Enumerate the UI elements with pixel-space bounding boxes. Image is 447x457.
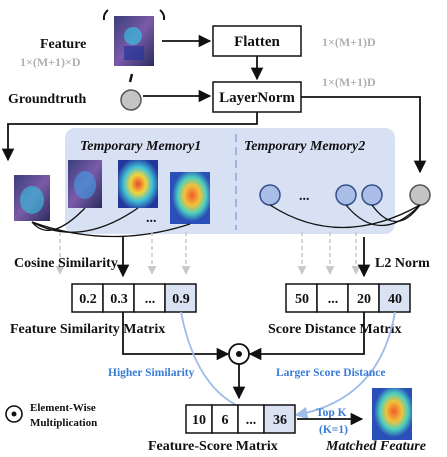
feature-dim: 1×(M+1)×D [20, 55, 81, 69]
legend-line1: Element-Wise [30, 402, 96, 414]
query-score-circle [409, 184, 431, 206]
memory2-circle-2 [335, 184, 357, 206]
feature-score-matrix-label: Feature-Score Matrix [148, 439, 278, 453]
larger-score-distance-label: Larger Score Distance [276, 367, 385, 379]
blue-curve-right [294, 311, 396, 420]
similarity-cell: ... [145, 292, 156, 307]
memory1-ellipsis: ... [146, 211, 157, 226]
layernorm-box [212, 81, 302, 113]
dashed-arrows [55, 232, 361, 275]
feature-similarity-matrix-label: Feature Similarity Matrix [10, 322, 165, 337]
feature-score-matrix: 10 6 ... 36 [185, 404, 296, 434]
memory2-ellipsis: ... [299, 189, 310, 204]
arrow-distance-to-mult [248, 312, 365, 361]
query-feature-image [14, 175, 50, 221]
distance-matrix: 50 ... 20 40 [285, 283, 411, 313]
higher-similarity-label: Higher Similarity [108, 367, 195, 379]
memory2-circle-3 [361, 184, 383, 206]
flatten-dim: 1×(M+1)D [322, 35, 376, 49]
legend-mult-symbol [5, 405, 23, 423]
feature-score-cell: 36 [273, 413, 287, 428]
distance-cell: ... [328, 292, 339, 307]
multiplication-symbol [228, 343, 250, 365]
temp-memory1-title: Temporary Memory1 [80, 139, 201, 154]
temp-memory2-title: Temporary Memory2 [244, 139, 365, 154]
feature-score-cell: 10 [192, 413, 206, 428]
memory1-feature-1 [68, 160, 102, 208]
groundtruth-label: Groundtruth [8, 92, 87, 107]
similarity-cell: 0.2 [79, 292, 97, 307]
similarity-matrix: 0.2 0.3 ... 0.9 [71, 283, 197, 313]
matched-feature-label: Matched Feature [325, 439, 426, 453]
memory2-circle-1 [259, 184, 281, 206]
matched-feature-image [372, 388, 412, 440]
topk-line2: (K=1) [319, 424, 348, 436]
topk-line1: Top K [316, 407, 347, 419]
memory1-feature-2 [118, 160, 158, 208]
legend-line2: Multiplication [30, 417, 97, 429]
similarity-cell: 0.9 [172, 292, 190, 307]
distance-cell: 20 [357, 292, 371, 307]
distance-cell: 50 [295, 292, 309, 307]
memory1-feature-3 [170, 172, 210, 224]
arrow-layernorm-left [1, 112, 258, 162]
comparison-curves [31, 204, 421, 238]
score-distance-matrix-label: Score Distance Matrix [268, 322, 401, 337]
feature-score-cell: ... [246, 413, 257, 428]
apostrophe-mark [128, 73, 134, 83]
flatten-box [212, 25, 302, 57]
similarity-cell: 0.3 [110, 292, 128, 307]
cosine-similarity-label: Cosine Similarity [14, 256, 118, 271]
feature-image [102, 9, 166, 66]
layernorm-label: LayerNorm [219, 90, 295, 106]
layernorm-dim: 1×(M+1)D [322, 75, 376, 89]
blue-curve-left [180, 311, 274, 421]
distance-cell: 40 [388, 292, 402, 307]
l2-norm-label: L2 Norm [375, 256, 430, 271]
feature-label: Feature [40, 37, 86, 52]
feature-score-cell: 6 [222, 413, 229, 428]
arrow-layernorm-right [301, 96, 427, 174]
flatten-label: Flatten [234, 34, 280, 50]
groundtruth-circle [120, 89, 142, 111]
